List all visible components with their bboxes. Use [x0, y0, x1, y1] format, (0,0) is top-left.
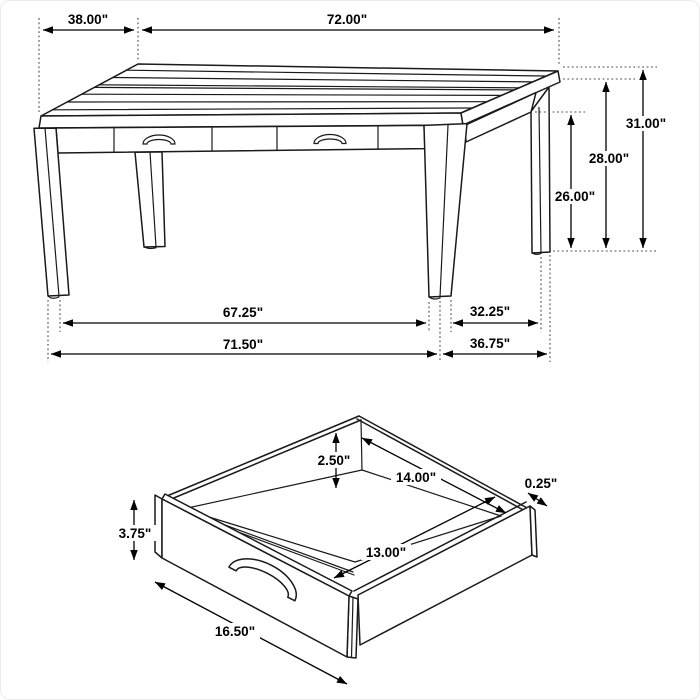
table-front-view-drawing: 38.00" 72.00" 26.00" 28.00" 31.00" 67.25… — [33, 12, 670, 362]
drawer-floor-left-edge — [182, 469, 363, 510]
dim-label-front-span-inner: 67.25" — [223, 305, 263, 320]
table-leg-rear-right — [530, 86, 551, 255]
dim-label-length: 72.00" — [327, 12, 367, 27]
dim-label-front-panel-width: 16.50" — [215, 624, 255, 639]
dim-label-front-panel-height: 3.75" — [119, 526, 152, 541]
table-leg-front-left — [33, 127, 70, 299]
dim-label-depth: 38.00" — [68, 12, 108, 27]
tabletop — [38, 63, 561, 129]
dim-label-underside-height: 28.00" — [589, 151, 629, 166]
dim-label-apron-clearance: 26.00" — [555, 189, 595, 204]
table-extension-lines — [38, 18, 658, 362]
dim-label-side-span-inner: 32.25" — [470, 304, 510, 319]
drawer-dimension-labels: 2.50" 14.00" 0.25" 3.75" 13.00" 16.50" — [111, 452, 557, 639]
tabletop-end-edge — [460, 70, 561, 126]
dim-label-inner-depth: 2.50" — [318, 453, 351, 468]
table-leg-front-right — [423, 122, 468, 300]
table-leg-rear-left — [134, 151, 166, 250]
tabletop-plank-lines — [52, 69, 547, 111]
dim-label-wall-thickness: 0.25" — [525, 476, 558, 491]
dim-label-side-span-outer: 36.75" — [470, 336, 510, 351]
cup-handle-icon — [142, 134, 176, 145]
table-dimension-labels: 38.00" 72.00" 26.00" 28.00" 31.00" 67.25… — [68, 12, 670, 352]
cup-handle-icon — [313, 133, 347, 145]
dim-label-overall-height: 31.00" — [626, 116, 666, 131]
dim-label-front-span-outer: 71.50" — [223, 337, 263, 352]
table-dimension-lines — [42, 26, 647, 358]
dim-label-inner-length-top: 14.00" — [396, 470, 436, 485]
drawer-right-wall-corner-cap — [529, 505, 538, 558]
drawer-isometric-drawing: 2.50" 14.00" 0.25" 3.75" 13.00" 16.50" — [111, 415, 557, 685]
dim-line-wall-thickness — [527, 492, 548, 507]
dim-line-inner-length-bottom — [333, 496, 496, 579]
dim-label-inner-length-bottom: 13.00" — [366, 545, 406, 560]
